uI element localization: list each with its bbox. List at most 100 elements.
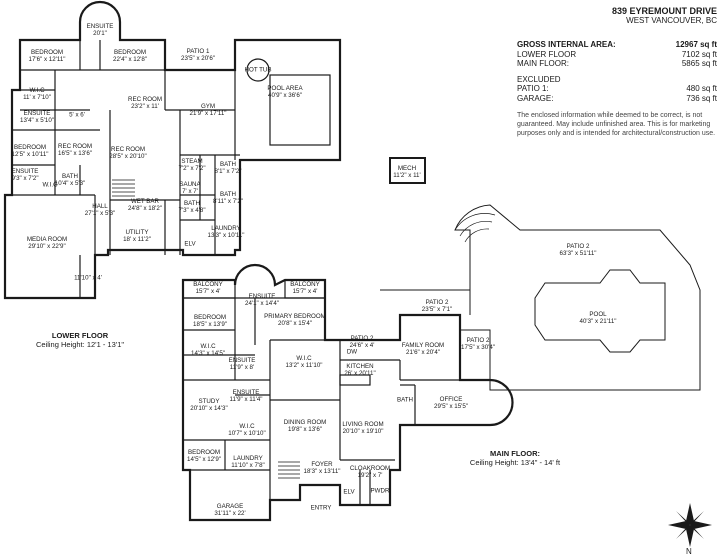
main-floor-value: 5865 sq ft (681, 59, 717, 69)
lower-floor-name: LOWER FLOOR (51, 331, 109, 340)
room-name: POOL AREA (267, 84, 303, 92)
room-dimensions: 19'2" x 7' (357, 472, 383, 479)
gross-area-value: 12967 sq ft (675, 40, 717, 49)
room-label-mf-dw: DW (347, 348, 357, 355)
room-label-lf-small-room: 5' x 6' (69, 111, 85, 118)
room-name: BEDROOM (194, 313, 226, 321)
room-label-mf-bath: BATH (397, 396, 413, 403)
room-label-lf-closet: 11'10" x 4' (74, 274, 102, 281)
room-name: BATH (219, 190, 237, 198)
patio-2-outline (380, 204, 701, 391)
room-dimensions: 7'3" x 4'8" (178, 207, 206, 214)
room-dimensions: 63'3" x 51'11" (559, 250, 597, 257)
room-dimensions: 10'4" x 5'3" (54, 180, 86, 187)
main-pool-outline (534, 269, 666, 353)
excluded-label: EXCLUDED (517, 74, 561, 84)
mech-room-outline (389, 157, 426, 184)
room-name: PATIO 2 (350, 334, 374, 342)
room-dimensions: 14'3" x 14'5" (191, 350, 225, 357)
room-name: PATIO 2 (466, 336, 490, 344)
room-dimensions: 23'2" x 11' (131, 103, 159, 110)
compass-rose (668, 503, 712, 547)
room-dimensions: 23'5" x 20'6" (181, 55, 215, 62)
room-dimensions: 21'9" x 17'11" (189, 110, 227, 117)
room-name: BATH (183, 199, 201, 207)
room-name: MEDIA ROOM (26, 235, 68, 243)
room-dimensions: 20'1" (93, 30, 107, 37)
room-dimensions: 11'9" x 8' (229, 364, 255, 371)
room-name: HALL (92, 202, 108, 210)
main-floor-caption: MAIN FLOOR: Ceiling Height: 13'4" - 14' … (440, 449, 590, 468)
room-name: CLOAKROOM (349, 464, 391, 472)
room-label-lf-wic-2: W.I.C (42, 181, 57, 188)
room-dimensions: 11'9" x 11'4" (229, 396, 263, 403)
room-dimensions: 7' x 7' (182, 188, 198, 195)
room-dimensions: 19'8" x 13'6" (288, 426, 322, 433)
room-name: HOT TUB (244, 66, 272, 74)
patio-value: 480 sq ft (686, 84, 717, 94)
room-name: GYM (200, 102, 216, 110)
room-label-lf-elv: ELV (184, 240, 195, 247)
room-name: ENSUITE (23, 109, 51, 117)
patio-label: PATIO 1: (517, 84, 549, 94)
room-name: DINING ROOM (283, 418, 327, 426)
room-name: BEDROOM (188, 448, 220, 456)
room-dimensions: 11' x 7'10" (23, 94, 51, 101)
room-name: ENSUITE (86, 22, 114, 30)
main-floor-label: MAIN FLOOR: (517, 59, 570, 69)
room-dimensions: 21'6" x 20'4" (406, 349, 440, 356)
room-label-mf-elv: ELV (343, 488, 354, 495)
room-dimensions: 11'10" x 4' (74, 274, 102, 282)
room-dimensions: 15'7" x 4' (195, 288, 221, 295)
compass-north-label: N (686, 547, 692, 556)
room-dimensions: 31'11" x 22' (214, 510, 246, 517)
room-dimensions: 18'5" x 13'9" (193, 321, 227, 328)
lower-floor-label: LOWER FLOOR (517, 49, 577, 59)
room-dimensions: 17'6" x 12'11" (28, 56, 66, 63)
room-label-mf-pwdr: PWDR (371, 487, 390, 494)
room-name: BALCONY (290, 280, 320, 288)
address: 839 EYREMOUNT DRIVE (611, 6, 717, 16)
room-label-lf-hot-tub: HOT TUB (245, 66, 272, 73)
room-name: LAUNDRY (233, 454, 263, 462)
room-dimensions: 18'3" x 13'11" (303, 468, 341, 475)
room-dimensions: 11'2" x 11' (393, 172, 421, 179)
main-floor-ceiling: Ceiling Height: 13'4" - 14' ft (469, 458, 561, 468)
room-name: FAMILY ROOM (401, 341, 445, 349)
room-dimensions: 12'5" x 10'11" (11, 151, 49, 158)
room-name: ENSUITE (248, 292, 276, 300)
room-dimensions: 17'5" x 30'4" (461, 344, 495, 351)
lower-floor-ceiling: Ceiling Height: 12'1 - 13'1" (35, 340, 125, 350)
main-floor-name: MAIN FLOOR: (490, 449, 540, 458)
room-name: PATIO 2 (566, 242, 590, 250)
room-name: ENSUITE (11, 167, 39, 175)
room-dimensions: 10'7" x 10'10" (228, 430, 266, 437)
room-dimensions: 29'5" x 15'5" (434, 403, 468, 410)
room-dimensions: 5' x 6' (69, 111, 85, 119)
